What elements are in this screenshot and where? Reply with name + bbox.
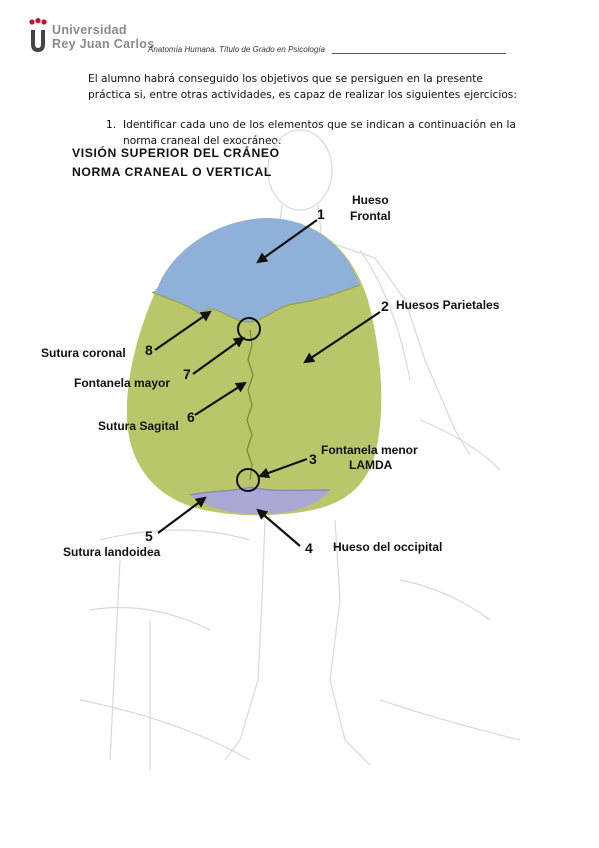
university-name-line1: Universidad (52, 23, 127, 37)
label-sutura-coronal: Sutura coronal (41, 346, 126, 360)
university-name-line2: Rey Juan Carlos (52, 37, 155, 51)
arrow-7 (192, 336, 245, 375)
number-7: 7 (183, 366, 191, 382)
arrow-2 (303, 311, 381, 364)
label-sutura-sagital: Sutura Sagital (98, 419, 179, 433)
label-sutura-landoidea: Sutura landoidea (63, 545, 161, 559)
label-lamda: LAMDA (349, 458, 393, 472)
lambda-circle (236, 468, 260, 492)
intro-paragraph: El alumno habrá conseguido los objetivos… (88, 73, 517, 101)
number-1: 1 (317, 206, 325, 222)
task-number: 1. (106, 119, 117, 131)
number-6: 6 (187, 409, 195, 425)
background-anatomy-figure (79, 129, 521, 770)
arrow-1 (256, 219, 318, 264)
number-5: 5 (145, 528, 153, 544)
arrow-8 (154, 310, 212, 351)
figure-title-2: NORMA CRANEAL O VERTICAL (72, 165, 272, 179)
arrow-3 (257, 457, 308, 479)
sagittal-suture-line (246, 329, 254, 481)
frontal-bone (152, 218, 360, 322)
figure-title-1: VISIÓN SUPERIOR DEL CRÁNEO (72, 146, 280, 160)
number-3: 3 (309, 451, 317, 467)
coronal-suture-line (151, 284, 361, 323)
bregma-circle (237, 317, 261, 341)
label-hueso-frontal-2: Frontal (350, 209, 391, 223)
label-huesos-parietales: Huesos Parietales (396, 298, 500, 312)
label-hueso-occipital: Hueso del occipital (333, 540, 443, 554)
label-hueso-frontal-1: Hueso (352, 193, 389, 207)
arrow-5 (157, 496, 207, 534)
number-2: 2 (381, 298, 389, 314)
occipital-bone (190, 487, 330, 515)
arrow-6 (194, 381, 247, 416)
university-logo-icon (29, 18, 47, 52)
arrow-4 (256, 508, 301, 547)
number-8: 8 (145, 342, 153, 358)
task-text: Identificar cada uno de los elementos qu… (123, 119, 516, 147)
label-fontanela-menor: Fontanela menor (321, 443, 418, 457)
number-4: 4 (305, 540, 313, 556)
university-name: Universidad Rey Juan Carlos (52, 23, 154, 51)
label-fontanela-mayor: Fontanela mayor (74, 376, 171, 390)
header-rule (332, 53, 506, 54)
course-header: Anatomía Humana. Título de Grado en Psic… (148, 45, 325, 54)
lambdoid-suture-line (189, 486, 331, 496)
